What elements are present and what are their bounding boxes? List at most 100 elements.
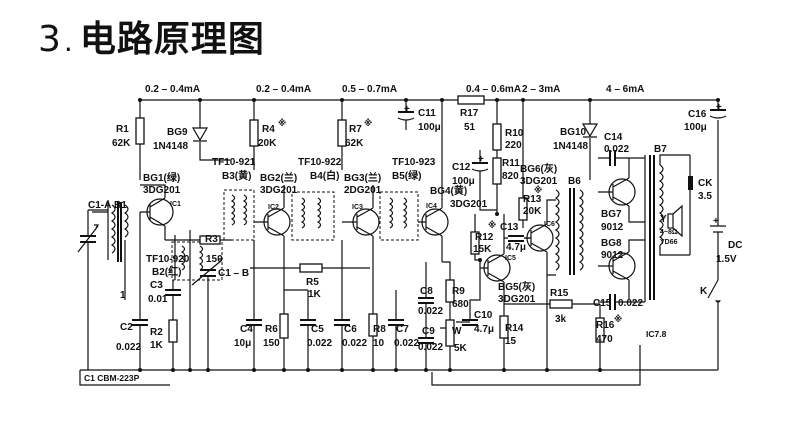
current-label-1: 0.2 – 0.4mA bbox=[145, 84, 200, 95]
label-R9: R9 bbox=[452, 286, 465, 297]
label-C10-value: 4.7μ bbox=[474, 324, 494, 335]
label-C16-plus: + bbox=[716, 102, 722, 113]
label-R15-value: 3k bbox=[555, 314, 567, 325]
label-BG8-value: 9012 bbox=[601, 250, 624, 261]
label-R10: R10 bbox=[505, 128, 524, 139]
label-TF920: TF10-920 bbox=[146, 254, 190, 265]
label-C16: C16 bbox=[688, 109, 707, 120]
label-R11: R11 bbox=[502, 158, 520, 169]
label-DC-value: 1.5V bbox=[716, 254, 737, 265]
label-R17-value: 51 bbox=[464, 122, 476, 133]
label-C12: C12 bbox=[452, 162, 471, 173]
label-C8: C8 bbox=[420, 286, 433, 297]
label-BG10-value: 1N4148 bbox=[553, 141, 588, 152]
current-label-6: 4 – 6mA bbox=[606, 84, 644, 95]
label-CK: CK bbox=[698, 178, 713, 189]
label-C5-value: 0.022 bbox=[307, 338, 332, 349]
top-rail bbox=[140, 95, 718, 105]
label-R13: R13 bbox=[523, 194, 542, 205]
label-R7: R7 bbox=[349, 124, 362, 135]
label-R2-value: 1K bbox=[150, 340, 164, 351]
label-TF921-sub: B3(黄) bbox=[222, 169, 251, 182]
label-R14-value: 15 bbox=[505, 336, 517, 347]
label-C13: C13 bbox=[500, 222, 519, 233]
label-R16: R16 bbox=[596, 320, 615, 331]
label-C8-value: 0.022 bbox=[418, 306, 443, 317]
label-TF922-sub: B4(白) bbox=[310, 169, 339, 182]
label-IC4: IC4 bbox=[426, 203, 437, 210]
label-BG2: BG2(兰) bbox=[260, 171, 297, 184]
stage-mixer bbox=[77, 100, 232, 370]
resistor-R2 bbox=[168, 319, 178, 343]
label-BG7: BG7 bbox=[601, 209, 622, 220]
label-BG6-value: 3DG201 bbox=[520, 176, 558, 187]
current-label-4: 0.4 – 0.6mA bbox=[466, 84, 521, 95]
label-C11-plus: + bbox=[404, 104, 410, 115]
label-C1A: C1-A bbox=[88, 200, 111, 211]
label-TF920-sub: B2(红) bbox=[152, 265, 181, 278]
label-DC: DC bbox=[728, 240, 742, 251]
label-W: W bbox=[452, 326, 462, 337]
label-TF923-sub: B5(绿) bbox=[392, 169, 421, 182]
label-C7: C7 bbox=[396, 324, 409, 335]
label-BG2-value: 3DG201 bbox=[260, 185, 298, 196]
label-R10-value: 220 bbox=[505, 140, 522, 151]
label-C1B: C1 – B bbox=[218, 268, 249, 279]
label-R15: R15 bbox=[550, 288, 569, 299]
label-R1-value: 62K bbox=[112, 138, 131, 149]
label-BG10: BG10 bbox=[560, 127, 587, 138]
label-R3: R3 bbox=[205, 234, 218, 245]
label-IC3: IC3 bbox=[352, 204, 363, 211]
label-C14-value: 0.022 bbox=[604, 144, 629, 155]
label-C2-value: 0.022 bbox=[116, 342, 141, 353]
label-B6: B6 bbox=[568, 176, 581, 187]
label-R17: R17 bbox=[460, 108, 479, 119]
label-BG9-value: 1N4148 bbox=[153, 141, 188, 152]
label-C14: C14 bbox=[604, 132, 623, 143]
label-IC6: IC6 bbox=[544, 221, 555, 228]
stage-detector bbox=[418, 100, 641, 386]
resistor-R11 bbox=[492, 157, 502, 185]
label-CK-value: 3.5 bbox=[698, 191, 712, 202]
label-TF922: TF10-922 bbox=[298, 157, 342, 168]
label-C11: C11 bbox=[418, 108, 436, 119]
label-C3-value: 0.01 bbox=[148, 294, 168, 305]
label-C16-value: 100μ bbox=[684, 122, 707, 133]
label-R5: R5 bbox=[306, 277, 319, 288]
current-label-2: 0.2 – 0.4mA bbox=[256, 84, 311, 95]
resistor-R17 bbox=[457, 95, 485, 105]
label-BG7-value: 9012 bbox=[601, 222, 624, 233]
label-C5: C5 bbox=[311, 324, 324, 335]
jack-CK bbox=[688, 176, 693, 190]
label-C12-value: 100μ bbox=[452, 176, 475, 187]
label-R7-value: 62K bbox=[345, 138, 364, 149]
label-R11-value: 820 bbox=[502, 171, 519, 182]
label-R1: R1 bbox=[116, 124, 129, 135]
resistor-R7 bbox=[337, 119, 347, 147]
label-C13-value: 4.7μ bbox=[506, 242, 526, 253]
label-C2: C2 bbox=[120, 322, 133, 333]
current-label-5: 2 – 3mA bbox=[522, 84, 560, 95]
label-BG4: BG4(黄) bbox=[430, 184, 467, 197]
title-number: 3 bbox=[38, 19, 62, 60]
label-R9-value: 680 bbox=[452, 299, 469, 310]
junction-dots bbox=[138, 98, 720, 372]
label-BG1-value: 3DG201 bbox=[143, 185, 181, 196]
label-R12: R12 bbox=[475, 232, 494, 243]
label-TF921: TF10-921 bbox=[212, 157, 256, 168]
label-R4: R4 bbox=[262, 124, 275, 135]
label-IC78: IC7.8 bbox=[646, 329, 667, 339]
resistor-R1 bbox=[135, 117, 145, 145]
label-K: K bbox=[700, 286, 708, 297]
label-one: 1 bbox=[120, 290, 126, 301]
label-R13-value: 20K bbox=[523, 206, 542, 217]
label-C12-plus: + bbox=[478, 154, 484, 165]
label-C9-value: 0.022 bbox=[418, 342, 443, 353]
label-C4: C4 bbox=[240, 324, 253, 335]
label-R16-star: ※ bbox=[614, 314, 622, 324]
bottom-rail bbox=[79, 369, 718, 386]
label-IC5: IC5 bbox=[505, 255, 516, 262]
label-R8-value: 10 bbox=[373, 338, 385, 349]
label-R7-star: ※ bbox=[364, 118, 372, 128]
